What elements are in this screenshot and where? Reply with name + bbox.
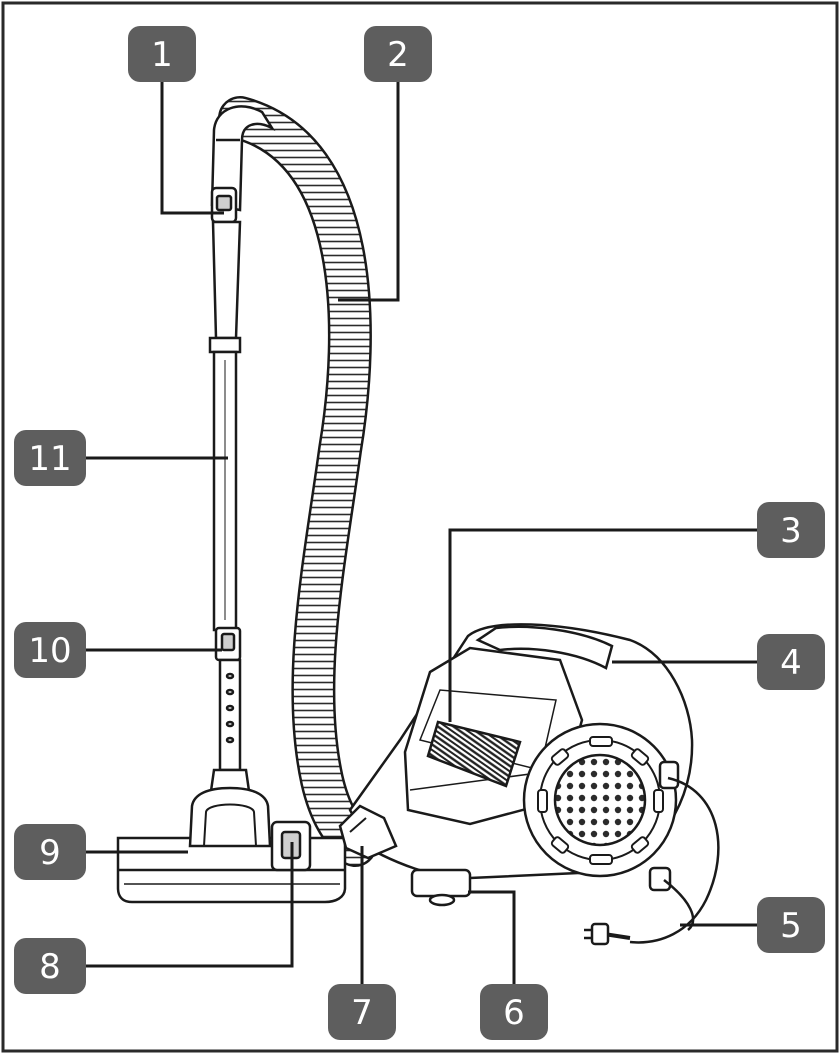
callout-badge-2: 2 [364,26,432,82]
callout-number: 2 [387,35,409,75]
leader-lines [84,78,757,990]
callout-badge-3: 3 [757,502,825,558]
callout-badge-10: 10 [14,622,86,678]
canister-body-illustration [338,623,694,907]
callout-number: 1 [151,35,173,75]
callout-badge-5: 5 [757,897,825,953]
callout-number: 8 [39,947,61,987]
callout-number: 3 [780,511,802,551]
callout-number: 5 [780,906,802,946]
callout-number: 7 [351,993,373,1033]
callout-badge-6: 6 [480,984,548,1040]
callout-number: 6 [503,993,525,1033]
callout-badge-11: 11 [14,430,86,486]
callout-badge-1: 1 [128,26,196,82]
callout-number: 10 [28,631,71,671]
power-cord-illustration [584,776,720,946]
callout-number: 11 [28,439,71,479]
callout-number: 4 [780,643,802,683]
callout-badge-4: 4 [757,634,825,690]
callout-number: 9 [39,833,61,873]
callout-badge-8: 8 [14,938,86,994]
callout-badge-9: 9 [14,824,86,880]
callout-badge-7: 7 [328,984,396,1040]
handle-and-tube-illustration [208,105,276,800]
hose-illustration [218,96,377,867]
